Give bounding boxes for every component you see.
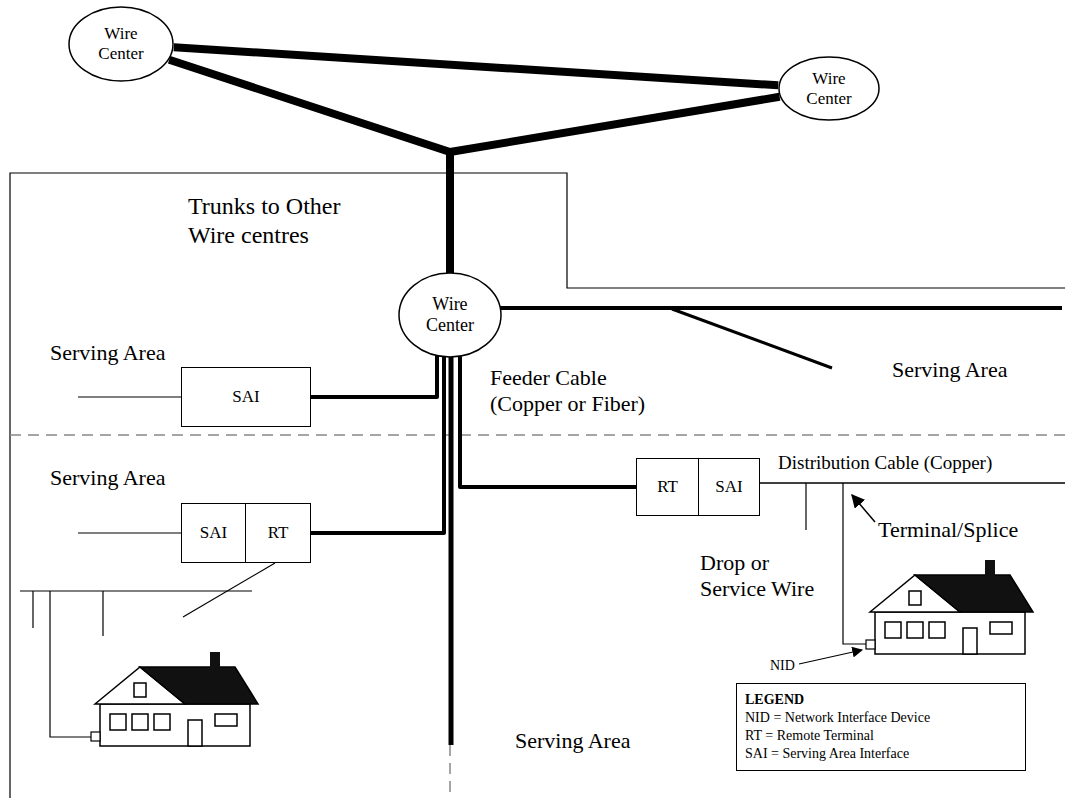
house [95, 652, 258, 746]
annotation-label: Feeder Cable (Copper or Fiber) [490, 365, 675, 418]
drop-wire [32, 591, 33, 628]
region-outline [10, 173, 1065, 798]
ellipse-shape [779, 57, 879, 120]
annotation-label: Serving Area [892, 357, 1007, 383]
feeder-cable [449, 340, 454, 745]
sai-box: SAI [181, 503, 246, 563]
distribution-cable [78, 532, 181, 533]
legend-title: LEGEND [745, 691, 804, 709]
distribution-cable [78, 396, 181, 397]
feeder-cable [495, 306, 1062, 310]
leader-arrow [852, 495, 875, 522]
node-label: SAI [232, 387, 259, 407]
house [870, 560, 1033, 654]
legend-box: LEGENDNID = Network Interface DeviceRT =… [736, 683, 1026, 771]
distribution-cable [183, 563, 275, 617]
legend-entry: SAI = Serving Area Interface [745, 745, 909, 763]
distribution-cable [20, 590, 252, 591]
terminal-splice [805, 483, 806, 530]
legend-entry: RT = Remote Terminal [745, 727, 874, 745]
leader-arrow [799, 650, 862, 664]
area-boundary [10, 434, 1065, 436]
sai-box: SAI [181, 367, 311, 427]
annotation-label: Serving Area [50, 465, 165, 491]
sai-box: SAI [698, 458, 760, 516]
legend-entry: NID = Network Interface Device [745, 709, 930, 727]
node-label: Wire Center [90, 24, 152, 63]
node-label: SAI [200, 523, 227, 543]
feeder-cable [311, 356, 437, 397]
annotation-label: Distribution Cable (Copper) [778, 452, 992, 475]
node-label: Wire Center [798, 69, 860, 108]
annotation-label: Trunks to Other Wire centres [188, 192, 393, 250]
node-label: Wire Center [419, 294, 481, 335]
feeder-cable [311, 357, 444, 533]
annotation-label: Terminal/Splice [878, 517, 1018, 543]
nid-box [866, 640, 875, 649]
ellipse-shape [69, 7, 173, 81]
annotation-label: NID [770, 658, 795, 675]
trunk-cable [174, 47, 778, 85]
annotation-label: Drop or Service Wire [700, 550, 840, 603]
annotation-label: Serving Area [515, 728, 630, 754]
annotation-label: Serving Area [50, 340, 165, 366]
drop-wire [50, 591, 91, 737]
ellipse-shape [399, 273, 501, 357]
node-label: RT [268, 523, 289, 543]
rt-box: RT [636, 458, 699, 516]
node-label: SAI [715, 477, 742, 497]
feeder-cable [672, 309, 832, 368]
nid-box [91, 732, 100, 741]
drop-wire [102, 591, 103, 636]
rt-box: RT [245, 503, 311, 563]
wire-center: Wire Center [68, 6, 174, 82]
area-boundary [449, 745, 451, 798]
trunk-cable [169, 60, 450, 273]
wire-center: Wire Center [398, 272, 502, 358]
wire-center: Wire Center [778, 56, 880, 121]
trunk-cable [450, 97, 780, 273]
node-label: RT [657, 477, 678, 497]
